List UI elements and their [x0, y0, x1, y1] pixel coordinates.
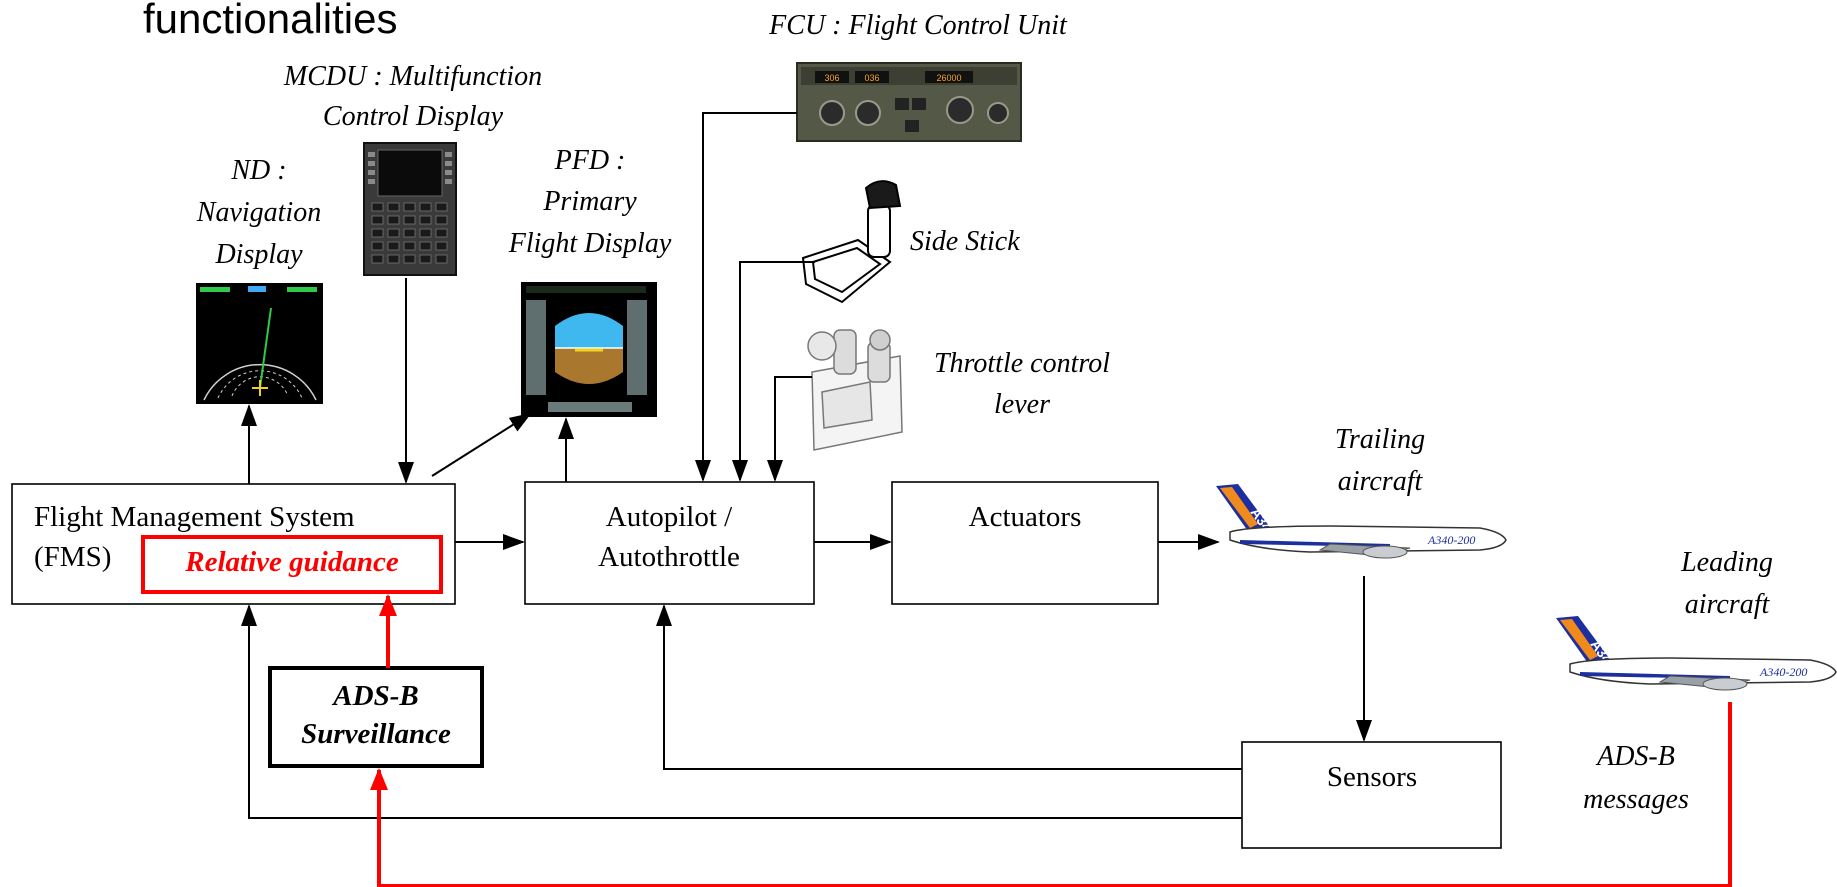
arrow-sidestick-to-autopilot	[732, 261, 815, 482]
fcu-speed-knob	[819, 100, 845, 126]
arrow-throttle-to-autopilot	[767, 376, 812, 482]
fcu-vs-knob	[987, 102, 1009, 124]
adsb-surveillance-line1: ADS-B	[331, 680, 418, 712]
throttle-lever-image	[807, 329, 903, 451]
throttle-label-line1: Throttle control	[934, 348, 1110, 379]
sensors-block	[1241, 741, 1502, 849]
adsb-messages-label-line1: ADS-B	[1595, 741, 1675, 772]
slide-title-fragment: functionalities	[143, 0, 397, 42]
side-stick-image	[801, 180, 902, 304]
pfd-label-line1: PFD :	[554, 145, 626, 176]
nd-label-line2: Navigation	[196, 197, 321, 228]
side-stick-label: Side Stick	[910, 226, 1020, 257]
leading-aircraft-label-line1: Leading	[1680, 547, 1773, 578]
mcdu-label-line1: MCDU : Multifunction	[283, 61, 542, 92]
autopilot-block	[524, 481, 815, 605]
throttle-label-line2: lever	[994, 389, 1050, 420]
fcu-speed-readout: 306	[824, 73, 839, 83]
autopilot-label-line2: Autothrottle	[598, 541, 740, 573]
primary-flight-display-image	[521, 282, 657, 417]
adsb-messages-label-line2: messages	[1583, 784, 1689, 815]
adsb-red-path	[370, 594, 1732, 887]
connectors	[241, 112, 1372, 819]
relative-guidance-label: Relative guidance	[184, 546, 399, 578]
sensors-label: Sensors	[1327, 761, 1417, 793]
actuators-label: Actuators	[969, 501, 1082, 533]
nd-label-line1: ND :	[230, 155, 286, 186]
actuators-block	[891, 481, 1159, 605]
navigation-display-image	[196, 283, 323, 404]
nd-label-line3: Display	[214, 239, 303, 270]
fcu-heading-knob	[855, 100, 881, 126]
leading-aircraft-label-line2: aircraft	[1685, 589, 1771, 620]
arrow-fms-to-pfd	[431, 412, 532, 477]
arrow-sensors-to-autopilot	[656, 604, 1242, 770]
fcu-label: FCU : Flight Control Unit	[768, 10, 1068, 41]
trailing-aircraft-label-line1: Trailing	[1335, 424, 1425, 455]
mcdu-label-line2: Control Display	[323, 101, 504, 132]
arrow-adsb-messages-to-surveillance	[370, 768, 1730, 887]
fms-label-line1: Flight Management System	[34, 501, 355, 533]
fcu-altitude-readout: 26000	[936, 73, 961, 83]
fcu-heading-readout: 036	[864, 73, 879, 83]
relative-guidance-box	[141, 535, 443, 594]
autopilot-label-line1: Autopilot /	[606, 501, 733, 533]
pfd-label-line3: Flight Display	[508, 228, 672, 259]
fcu-panel-image: 306 036 26000	[796, 62, 1022, 142]
mcdu-image	[363, 142, 457, 276]
fcu-altitude-knob	[946, 96, 974, 124]
pfd-label-line2: Primary	[542, 186, 637, 217]
adsb-surveillance-line2: Surveillance	[301, 718, 451, 750]
arrow-fcu-to-autopilot	[695, 112, 797, 482]
fms-label-line2: (FMS)	[34, 541, 111, 573]
arrow-sensors-to-fms	[241, 604, 1242, 819]
leading-aircraft-image: A340 A340-200	[1556, 616, 1837, 691]
adsb-surveillance-block	[268, 666, 484, 768]
leading-fuselage-text: A340-200	[1759, 665, 1807, 679]
trailing-aircraft-label-line2: aircraft	[1338, 466, 1424, 497]
trailing-fuselage-text: A340-200	[1427, 533, 1475, 547]
trailing-aircraft-image: A340 A340-200	[1216, 484, 1507, 559]
